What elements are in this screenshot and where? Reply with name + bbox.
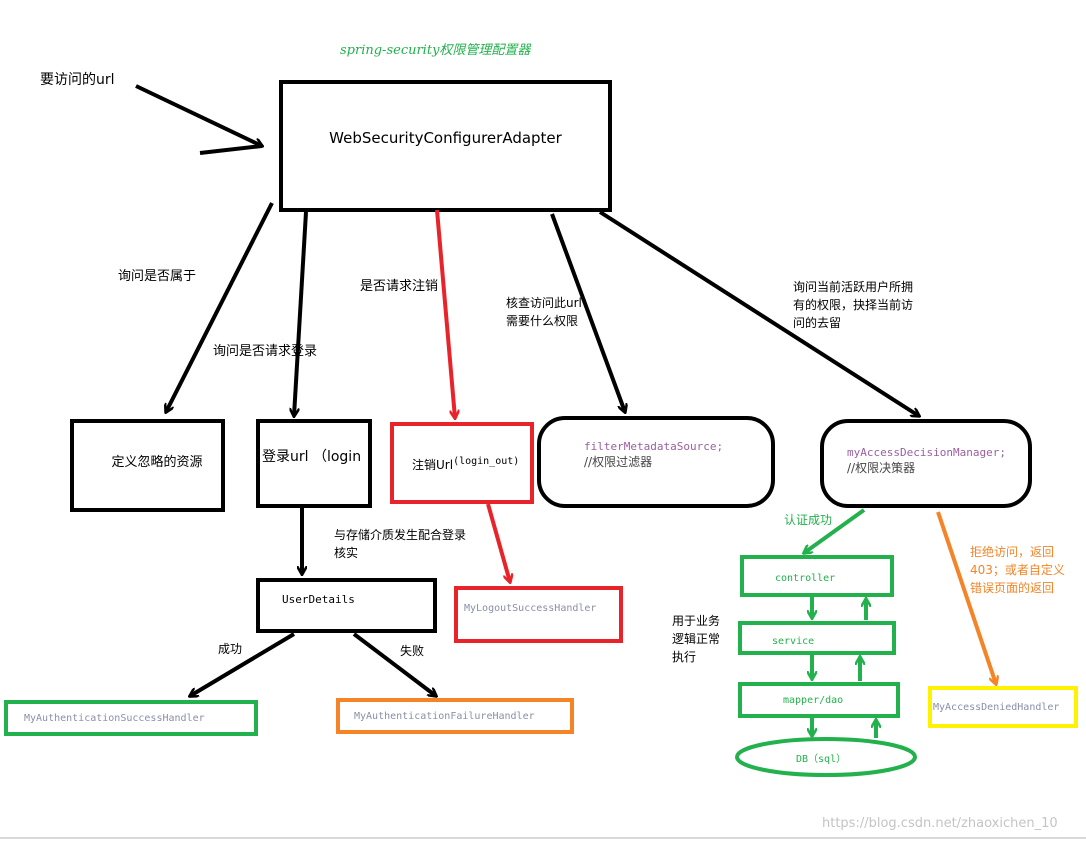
user-details-node: UserDetails bbox=[282, 588, 422, 610]
label-deny-access: 拒绝访问，返回403；或者自定义错误页面的返回 bbox=[970, 545, 1065, 595]
arrow-userdetails-to-success bbox=[190, 632, 296, 696]
adapter-box-shape bbox=[279, 80, 612, 212]
mapper-label: mapper/dao bbox=[783, 694, 844, 706]
label-ask-user-permission: 询问当前活跃用户所拥有的权限，抉择当前访问的去留 bbox=[793, 280, 914, 330]
auth-success-handler-label: MyAuthenticationSuccessHandler bbox=[24, 712, 205, 724]
access-decision-manager-node: myAccessDecisionManager; //权限决策器 bbox=[847, 446, 1027, 486]
label-match-storage: 与存储介质发生配合登录核实 bbox=[334, 528, 467, 560]
logout-url-node: 注销Url (login_out) bbox=[412, 444, 532, 484]
filter-source-label: filterMetadataSource; bbox=[584, 440, 724, 453]
controller-label: controller bbox=[775, 572, 836, 584]
failure-handler-box-shape bbox=[336, 698, 574, 734]
logout-success-handler-node: MyLogoutSuccessHandler bbox=[464, 598, 620, 618]
mapper-box-shape bbox=[738, 682, 900, 718]
label-ask-logout: 是否请求注销 bbox=[360, 279, 439, 294]
label-check-permission: 核查访问此url需要什么权限 bbox=[506, 296, 582, 328]
adapter-label: WebSecurityConfigurerAdapter bbox=[329, 129, 562, 147]
arrow-url-tail bbox=[199, 144, 263, 155]
filter-metadata-source-node: filterMetadataSource; //权限过滤器 bbox=[584, 440, 764, 480]
service-label: service bbox=[772, 635, 815, 647]
service-box-shape bbox=[738, 621, 896, 655]
arrow-decision-to-controller bbox=[804, 508, 866, 553]
arrow-url-to-adapter bbox=[135, 84, 262, 146]
db-node: DB（sql） bbox=[796, 748, 906, 766]
arrow-adapter-to-ignore bbox=[166, 202, 274, 412]
access-denied-handler-node: MyAccessDeniedHandler bbox=[933, 697, 1075, 717]
filter-comment-label: //权限过滤器 bbox=[584, 455, 653, 469]
web-security-configurer-adapter: WebSecurityConfigurerAdapter bbox=[281, 82, 610, 194]
filter-box-shape bbox=[537, 416, 775, 508]
label-ask-ignore: 询问是否属于 bbox=[118, 269, 197, 284]
arrow-decision-to-denied bbox=[936, 511, 996, 684]
authentication-success-handler-node: MyAuthenticationSuccessHandler bbox=[24, 708, 254, 728]
db-ellipse-shape bbox=[735, 737, 917, 777]
decision-manager-label: myAccessDecisionManager; bbox=[847, 446, 1006, 459]
logout-handler-label: MyLogoutSuccessHandler bbox=[464, 602, 597, 614]
db-label: DB（sql） bbox=[796, 753, 847, 765]
label-auth-success: 认证成功 bbox=[784, 513, 833, 527]
userdetails-box-shape bbox=[256, 578, 437, 633]
label-failure: 失败 bbox=[400, 644, 425, 658]
label-ask-login: 询问是否请求登录 bbox=[213, 344, 318, 359]
mapper-dao-node: mapper/dao bbox=[783, 691, 893, 709]
controller-node: controller bbox=[775, 568, 885, 588]
denied-handler-label: MyAccessDeniedHandler bbox=[933, 701, 1060, 713]
ignore-resources-label: 定义忽略的资源 bbox=[111, 454, 203, 470]
arrow-adapter-to-decision bbox=[598, 210, 919, 416]
login-url-node: 登录url （login bbox=[262, 421, 370, 491]
decision-comment-label: //权限决策器 bbox=[847, 461, 916, 475]
user-details-label: UserDetails bbox=[282, 592, 355, 606]
logout-url-prefix: 注销Url bbox=[412, 457, 454, 472]
arrow-adapter-to-login bbox=[294, 211, 308, 416]
auth-failure-handler-label: MyAuthenticationFailureHandler bbox=[354, 710, 535, 722]
success-handler-box-shape bbox=[4, 700, 258, 736]
logout-handler-box-shape bbox=[454, 586, 623, 643]
logout-url-suffix: (login_out) bbox=[453, 455, 520, 467]
authentication-failure-handler-node: MyAuthenticationFailureHandler bbox=[354, 706, 570, 726]
service-node: service bbox=[772, 632, 882, 650]
label-business-normal: 用于业务逻辑正常执行 bbox=[672, 614, 721, 664]
label-url-to-access: 要访问的url bbox=[40, 72, 115, 88]
watermark: https://blog.csdn.net/zhaoxichen_10 bbox=[822, 816, 1058, 831]
decision-box-shape bbox=[820, 419, 1032, 508]
login-box-shape bbox=[256, 419, 372, 508]
denied-handler-box-shape bbox=[928, 686, 1078, 728]
logout-box-shape bbox=[390, 422, 534, 504]
arrow-userdetails-to-failure bbox=[352, 632, 436, 696]
arrow-adapter-to-filter bbox=[550, 213, 625, 412]
label-success: 成功 bbox=[218, 642, 243, 656]
ignore-box-shape bbox=[70, 419, 225, 512]
controller-box-shape bbox=[740, 555, 894, 597]
arrow-adapter-to-logout bbox=[435, 209, 455, 418]
ignore-resources-node: 定义忽略的资源 bbox=[72, 421, 242, 499]
arrow-logout-to-handler bbox=[486, 503, 510, 582]
login-url-label: 登录url （login bbox=[262, 449, 362, 465]
diagram-title: spring-security权限管理配置器 bbox=[340, 43, 531, 58]
